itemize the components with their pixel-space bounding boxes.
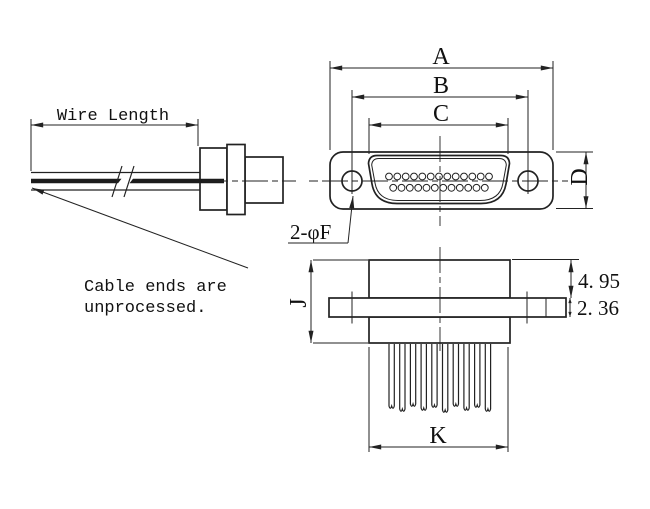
- cable-note-line1: Cable ends are: [84, 278, 227, 297]
- dsub-shell-inner: [371, 158, 507, 201]
- dim-495-label: 4. 95: [578, 269, 620, 293]
- wire-break-mark: [123, 165, 135, 198]
- dimension-b: B: [351, 73, 529, 194]
- dim-j-label: J: [286, 298, 312, 307]
- hole-callout: 2-φF: [288, 195, 355, 244]
- side-view-connector-profile: J 4. 95 2. 36 K: [286, 247, 620, 452]
- front-view-connector-face: A B C D 2-φF: [288, 44, 593, 244]
- wire-leads: [388, 344, 492, 413]
- left-view-cable-assembly: Wire Length Cable ends are unprocessed.: [30, 107, 318, 318]
- upper-body-block: [368, 259, 511, 299]
- dimension-flange-thickness: 2. 36: [568, 296, 619, 320]
- connector-flange-side: [226, 143, 246, 216]
- leader-line: [31, 187, 249, 269]
- dimension-upper-height: 4. 95: [512, 259, 620, 298]
- dimension-j: J: [286, 259, 368, 344]
- flange-plate: [328, 297, 567, 318]
- pin-row-top: [385, 172, 493, 181]
- dim-b-label: B: [433, 73, 449, 99]
- wire-length-dimension: Wire Length: [30, 107, 199, 171]
- lower-body-block: [368, 316, 511, 344]
- leader-line: [347, 195, 355, 244]
- dim-k-label: K: [429, 423, 447, 449]
- dim-a-label: A: [432, 44, 450, 70]
- hole-label: 2-φF: [290, 220, 331, 244]
- wire-core: [31, 178, 224, 184]
- cable-note: Cable ends are unprocessed.: [31, 187, 249, 318]
- wire-length-label: Wire Length: [57, 107, 169, 126]
- dim-c-label: C: [433, 101, 449, 127]
- cable-note-line2: unprocessed.: [84, 299, 206, 318]
- connector-front-shell: [244, 156, 284, 204]
- dim-236-label: 2. 36: [577, 296, 619, 320]
- dim-d-label: D: [567, 168, 593, 185]
- dimension-c: C: [368, 101, 509, 154]
- dsub-shell-outer: [367, 154, 511, 205]
- dimension-d: D: [556, 151, 593, 209]
- dimension-a: A: [329, 44, 554, 150]
- dimension-k: K: [368, 347, 509, 452]
- wire-break-mark: [111, 165, 123, 198]
